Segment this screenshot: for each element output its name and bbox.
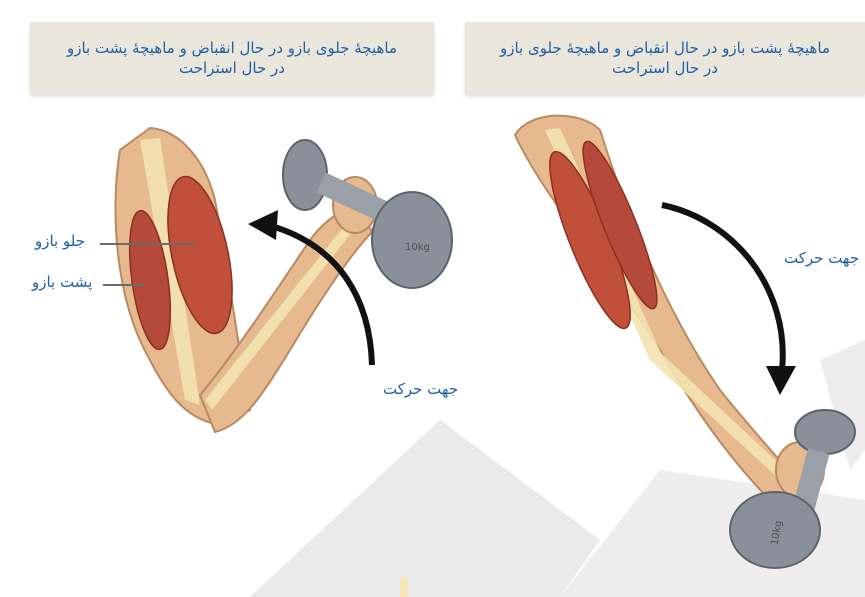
- leader-back-arm: [103, 284, 145, 286]
- left-arm: [115, 128, 377, 432]
- caption-left-line2: در حال استراحت: [179, 58, 285, 78]
- caption-right-line1: ماهیچهٔ پشت بازو در حال انقباض و ماهیچهٔ…: [500, 38, 830, 58]
- label-motion-left: جهت حرکت: [383, 380, 458, 398]
- label-front-arm: جلو بازو: [35, 232, 85, 250]
- caption-left-line1: ماهیچهٔ جلوی بازو در حال انقباض و ماهیچه…: [67, 38, 397, 58]
- right-radius: [650, 352, 788, 480]
- caption-left: ماهیچهٔ جلوی بازو در حال انقباض و ماهیچه…: [30, 22, 434, 94]
- caption-right-line2: در حال استراحت: [612, 58, 718, 78]
- caption-right: ماهیچهٔ پشت بازو در حال انقباض و ماهیچهٔ…: [465, 22, 865, 94]
- left-dumbbell-label: 10kg: [405, 242, 430, 253]
- label-back-arm: پشت بازو: [32, 273, 92, 291]
- label-motion-right: جهت حرکت: [784, 249, 859, 267]
- leader-front-arm: [100, 243, 195, 245]
